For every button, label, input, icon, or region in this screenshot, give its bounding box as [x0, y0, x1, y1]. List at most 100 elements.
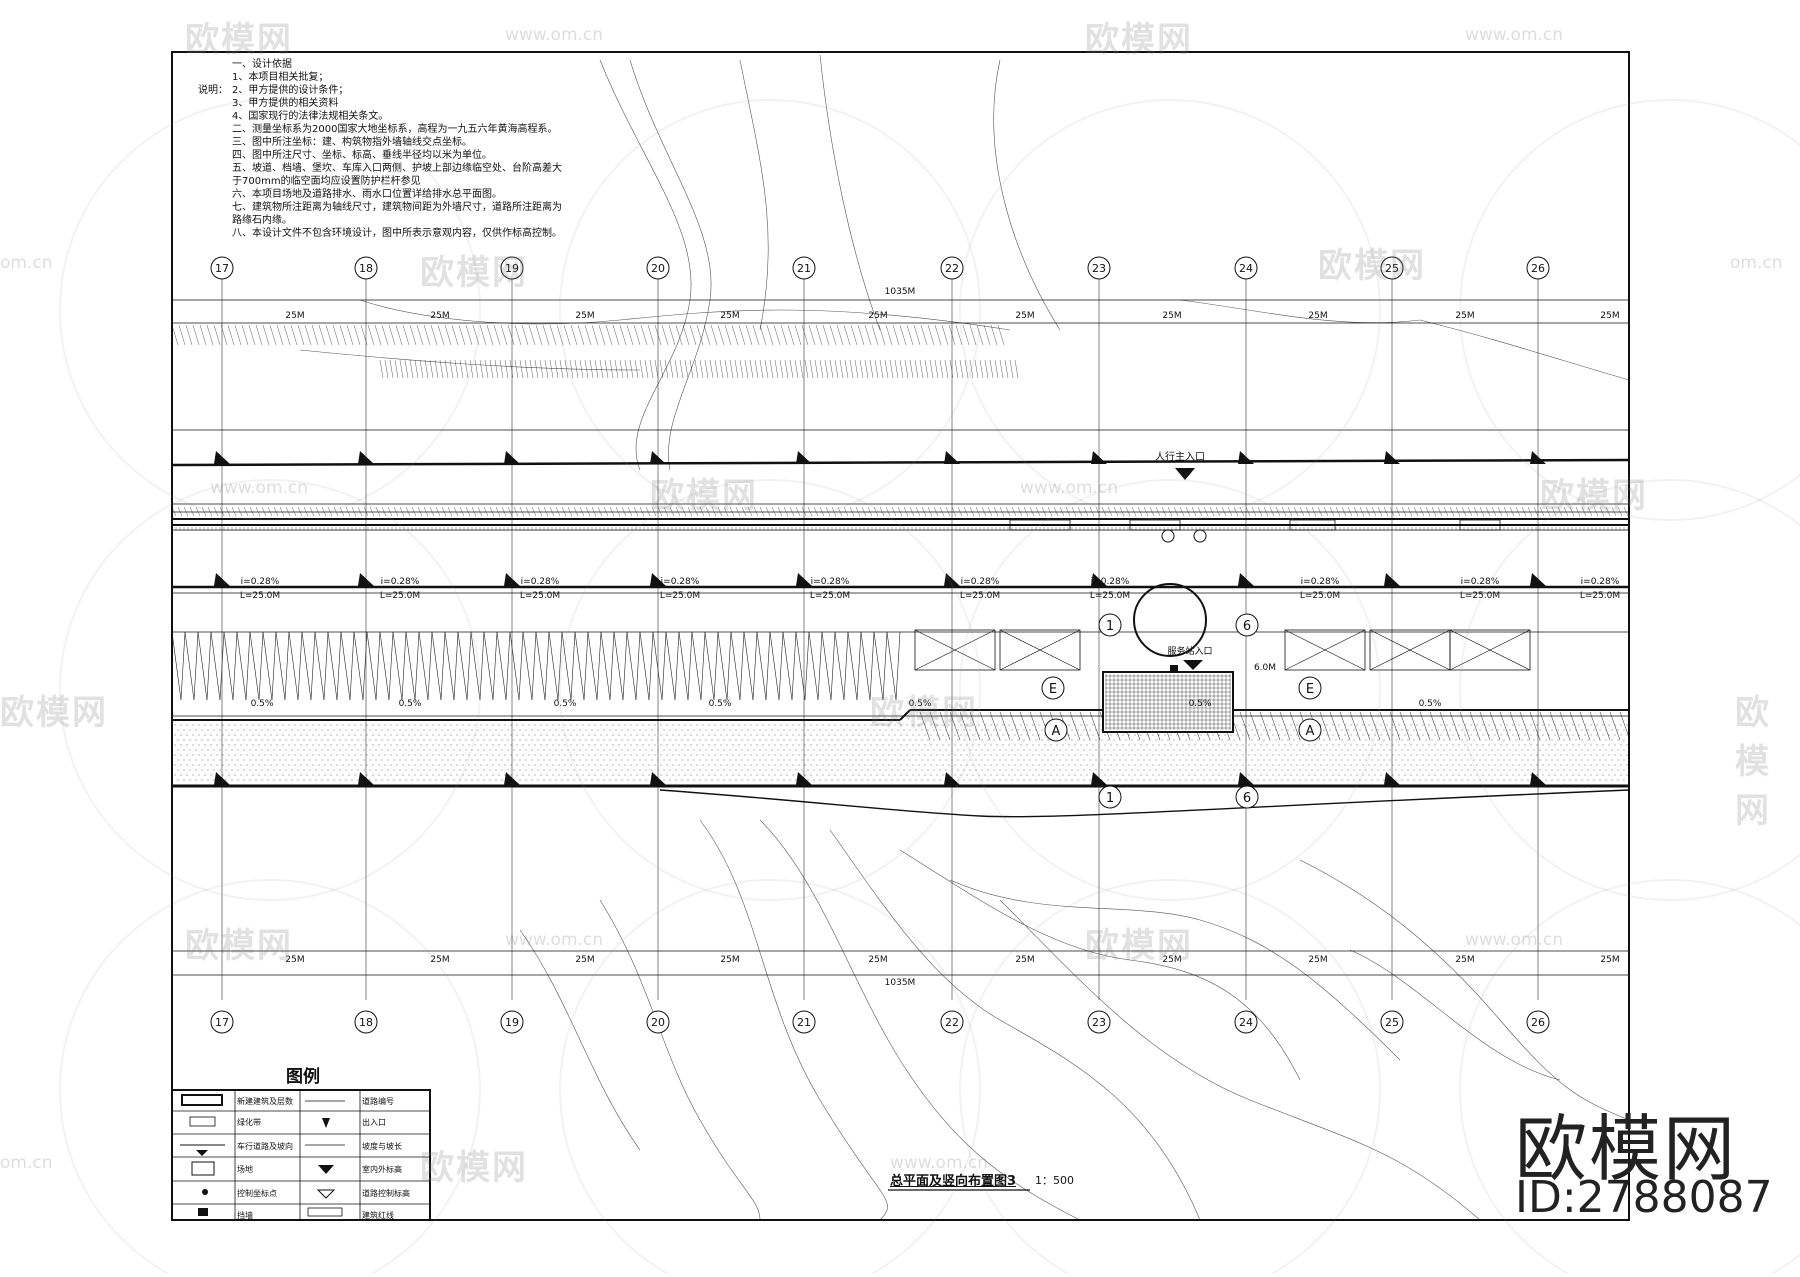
- railing-hatch: [591, 506, 597, 517]
- pavement-dot: [1194, 744, 1196, 746]
- pavement-dot: [1254, 774, 1256, 776]
- pavement-dot: [1239, 729, 1241, 731]
- pavement-dot: [777, 749, 779, 751]
- pavement-dot: [1107, 769, 1109, 771]
- pavement-dot: [858, 744, 860, 746]
- pavement-dot: [1317, 759, 1319, 761]
- pavement-dot: [426, 734, 428, 736]
- pavement-dot: [1050, 774, 1052, 776]
- pavement-dot: [1368, 764, 1370, 766]
- slope-hatch: [255, 324, 263, 346]
- length-label: L=25.0M: [380, 591, 420, 601]
- pavement-dot: [282, 734, 284, 736]
- pavement-dot: [768, 764, 770, 766]
- pavement-dot: [705, 769, 707, 771]
- pavement-dot: [1410, 744, 1412, 746]
- pavement-dot: [1179, 739, 1181, 741]
- pavement-dot: [960, 724, 962, 726]
- pavement-dot: [960, 774, 962, 776]
- pavement-dot: [687, 759, 689, 761]
- pavement-dot: [1014, 724, 1016, 726]
- grid-axis-label: 26: [1531, 262, 1545, 275]
- pavement-dot: [993, 749, 995, 751]
- pavement-dot: [264, 774, 266, 776]
- pavement-dot: [1098, 764, 1100, 766]
- parking-diagonal: [1369, 629, 1451, 671]
- pavement-dot: [831, 749, 833, 751]
- pavement-dot: [177, 769, 179, 771]
- pavement-dot: [192, 774, 194, 776]
- pavement-dot: [444, 764, 446, 766]
- railing-hatch: [1269, 506, 1275, 517]
- slope-hatch: [304, 324, 312, 346]
- pavement-dot: [1005, 739, 1007, 741]
- pavement-dot: [489, 769, 491, 771]
- pavement-dot: [819, 729, 821, 731]
- pavement-dot: [1251, 729, 1253, 731]
- pavement-dot: [420, 724, 422, 726]
- pavement-dot: [573, 729, 575, 731]
- pavement-dot: [213, 759, 215, 761]
- pavement-dot: [858, 724, 860, 726]
- pavement-dot: [561, 739, 563, 741]
- slope-label: i=0.28%: [1581, 577, 1620, 587]
- railing-hatch: [651, 506, 657, 517]
- watermark-ring: [559, 479, 981, 901]
- pavement-dot: [726, 744, 728, 746]
- pavement-dot: [723, 759, 725, 761]
- pavement-dot: [1566, 754, 1568, 756]
- pavement-dot: [1446, 764, 1448, 766]
- pavement-dot: [1224, 754, 1226, 756]
- pavement-dot: [183, 739, 185, 741]
- legend-label: 道路编号: [362, 1097, 394, 1106]
- pavement-dot: [738, 724, 740, 726]
- pavement-dot: [534, 774, 536, 776]
- pavement-dot: [891, 749, 893, 751]
- pavement-dot: [1263, 739, 1265, 741]
- pavement-dot: [1182, 774, 1184, 776]
- slope-label: i=0.28%: [661, 577, 700, 587]
- pavement-dot: [312, 764, 314, 766]
- pavement-dot: [882, 774, 884, 776]
- pavement-dot: [297, 759, 299, 761]
- railing-hatch: [1377, 506, 1383, 517]
- pavement-dot: [429, 729, 431, 731]
- pavement-dot: [1221, 739, 1223, 741]
- pavement-dot: [861, 749, 863, 751]
- slope-hatch: [404, 359, 409, 379]
- pavement-dot: [1575, 779, 1577, 781]
- pavement-dot: [342, 734, 344, 736]
- pavement-dot: [522, 744, 524, 746]
- pavement-dot: [267, 739, 269, 741]
- pavement-dot: [489, 729, 491, 731]
- pavement-dot: [702, 734, 704, 736]
- pavement-dot: [1014, 754, 1016, 756]
- pavement-dot: [189, 759, 191, 761]
- parking-diagonal: [999, 629, 1081, 671]
- contour-line: [949, 879, 1401, 1061]
- elevation-marker: [1384, 772, 1400, 785]
- pavement-dot: [1329, 749, 1331, 751]
- grid-axis-label: 21: [797, 1016, 811, 1029]
- pavement-dot: [489, 779, 491, 781]
- slope-hatch: [245, 631, 251, 701]
- slope-hatch: [860, 631, 871, 701]
- pavement-dot: [951, 769, 953, 771]
- pavement-dot: [1209, 759, 1211, 761]
- slope-hatch: [969, 324, 977, 346]
- pavement-dot: [1302, 754, 1304, 756]
- pavement-dot: [1014, 734, 1016, 736]
- pavement-dot: [1203, 779, 1205, 781]
- pavement-dot: [372, 744, 374, 746]
- watermark-brand: 欧模网: [650, 476, 758, 516]
- pavement-dot: [1161, 779, 1163, 781]
- contour-line: [1299, 859, 1629, 1121]
- pavement-dot: [558, 764, 560, 766]
- slope-hatch: [629, 359, 634, 379]
- pavement-dot: [522, 764, 524, 766]
- pavement-dot: [1062, 774, 1064, 776]
- pavement-dot: [1071, 769, 1073, 771]
- pavement-dot: [1146, 754, 1148, 756]
- pavement-dot: [534, 734, 536, 736]
- pavement-dot: [762, 744, 764, 746]
